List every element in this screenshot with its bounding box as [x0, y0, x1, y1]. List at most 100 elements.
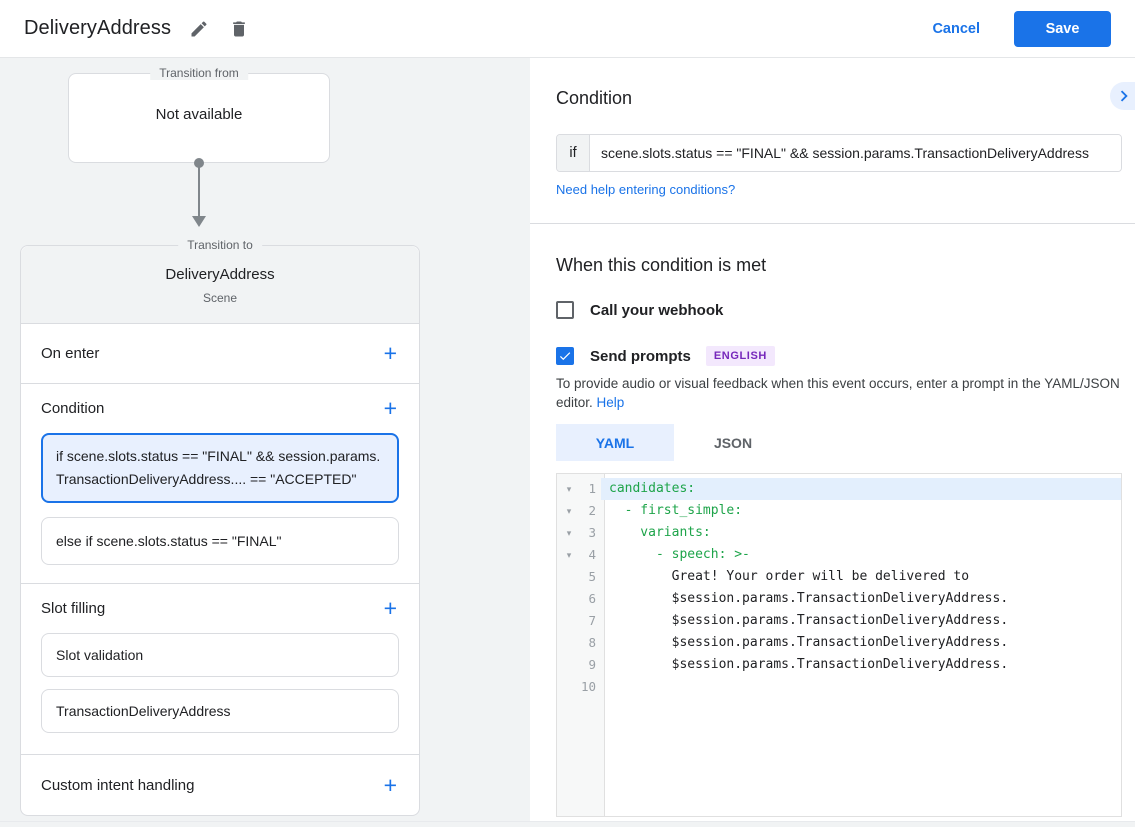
section-on-enter: On enter +	[21, 324, 419, 383]
editor-gutter	[557, 474, 605, 816]
cancel-button[interactable]: Cancel	[932, 20, 980, 37]
editor-code-text[interactable]: - speech: >-	[609, 547, 750, 562]
editor-line: 10	[557, 676, 1121, 698]
section-custom-intent: Custom intent handling +	[21, 755, 419, 815]
fold-arrow-icon[interactable]: ▾	[566, 484, 572, 494]
pencil-icon	[189, 19, 209, 39]
condition-card-selected[interactable]: if scene.slots.status == "FINAL" && sess…	[41, 433, 399, 503]
condition-editor-panel: Condition if Need help entering conditio…	[530, 58, 1135, 827]
on-enter-label: On enter	[41, 345, 100, 362]
fold-spacer	[557, 610, 581, 632]
horizontal-scrollbar[interactable]	[0, 821, 1135, 827]
editor-line: ▾ 1 candidates:	[557, 478, 1121, 500]
divider	[21, 583, 419, 584]
slot-validation-card[interactable]: Slot validation	[41, 633, 399, 677]
fold-spacer	[557, 566, 581, 588]
editor-line-number: 4	[588, 547, 596, 562]
add-condition-button[interactable]: +	[383, 395, 397, 421]
transition-from-value: Not available	[155, 105, 243, 123]
editor-line-number: 7	[588, 613, 596, 628]
divider	[530, 223, 1135, 224]
editor-code-text[interactable]: $session.params.TransactionDeliveryAddre…	[609, 635, 1009, 650]
editor-line-number: 10	[581, 679, 597, 694]
prompt-description: To provide audio or visual feedback when…	[556, 374, 1122, 412]
fold-arrow-icon[interactable]: ▾	[566, 550, 572, 560]
editor-code-text[interactable]: $session.params.TransactionDeliveryAddre…	[609, 657, 1009, 672]
collapse-panel-button[interactable]	[1110, 82, 1135, 110]
editor-line: ▾ 3 variants:	[557, 522, 1121, 544]
editor-line-number: 1	[588, 481, 596, 496]
editor-line: 9 $session.params.TransactionDeliveryAdd…	[557, 654, 1121, 676]
prompt-description-text: To provide audio or visual feedback when…	[556, 376, 1120, 410]
editor-code-text[interactable]: variants:	[609, 525, 711, 540]
tab-json[interactable]: JSON	[713, 434, 753, 451]
edit-title-button[interactable]	[185, 15, 213, 43]
editor-code-text[interactable]: - first_simple:	[609, 503, 743, 518]
slot-card[interactable]: TransactionDeliveryAddress	[41, 689, 399, 733]
fold-arrow-icon[interactable]: ▾	[566, 506, 572, 516]
editor-line: 6 $session.params.TransactionDeliveryAdd…	[557, 588, 1121, 610]
condition-card[interactable]: else if scene.slots.status == "FINAL"	[41, 517, 399, 565]
scene-graph-panel: Transition from Not available Transition…	[0, 58, 530, 827]
chevron-right-icon	[1113, 85, 1135, 107]
checkmark-icon	[558, 349, 572, 363]
transition-to-card: Transition to DeliveryAddress Scene On e…	[20, 238, 420, 816]
condition-expression-control: if	[556, 134, 1122, 172]
section-condition: Condition +	[21, 384, 419, 433]
transition-from-legend: Transition from	[150, 66, 248, 80]
connector-arrowhead-icon	[192, 216, 206, 227]
section-slot-filling: Slot filling +	[21, 584, 419, 633]
editor-code-text[interactable]: $session.params.TransactionDeliveryAddre…	[609, 613, 1009, 628]
call-webhook-label: Call your webhook	[590, 301, 724, 319]
editor-lines: ▾ 1 candidates: ▾ 2 - first_simple: ▾ 3 varian…	[557, 474, 1121, 698]
transition-from-node: Transition from Not available	[68, 66, 330, 163]
fold-arrow-icon[interactable]: ▾	[566, 528, 572, 538]
connector-line	[198, 163, 200, 218]
delete-scene-button[interactable]	[225, 15, 253, 43]
prompt-help-link[interactable]: Help	[596, 395, 625, 410]
custom-intent-label: Custom intent handling	[41, 776, 195, 794]
fold-spacer	[557, 654, 581, 676]
editor-line-number: 3	[588, 525, 596, 540]
call-webhook-checkbox[interactable]	[556, 301, 574, 319]
if-prefix-label: if	[557, 135, 590, 171]
editor-line-number: 8	[588, 635, 596, 650]
condition-cards: if scene.slots.status == "FINAL" && sess…	[21, 433, 419, 583]
save-button[interactable]: Save	[1014, 10, 1111, 47]
scene-name: DeliveryAddress	[165, 266, 275, 283]
editor-line: ▾ 4 - speech: >-	[557, 544, 1121, 566]
fold-spacer	[557, 676, 581, 698]
editor-code-text[interactable]: candidates:	[601, 478, 1121, 500]
send-prompts-label: Send prompts	[590, 347, 691, 365]
editor-code-text[interactable]: Great! Your order will be delivered to	[609, 569, 970, 584]
editor-line: 7 $session.params.TransactionDeliveryAdd…	[557, 610, 1121, 632]
trash-icon	[229, 19, 249, 39]
editor-line: ▾ 2 - first_simple:	[557, 500, 1121, 522]
add-slot-button[interactable]: +	[383, 595, 397, 621]
editor-line-number: 6	[588, 591, 596, 606]
fold-spacer	[557, 588, 581, 610]
add-custom-intent-button[interactable]: +	[383, 771, 397, 798]
editor-line-number: 9	[588, 657, 596, 672]
language-badge: ENGLISH	[705, 346, 775, 366]
send-prompts-row: Send prompts ENGLISH	[556, 346, 1135, 366]
tab-yaml[interactable]: YAML	[556, 424, 674, 461]
conditions-help-link[interactable]: Need help entering conditions?	[556, 182, 736, 197]
top-bar: DeliveryAddress Cancel Save	[0, 0, 1135, 58]
scene-type-label: Scene	[202, 291, 238, 305]
slot-cards: Slot validation TransactionDeliveryAddre…	[21, 633, 419, 754]
add-on-enter-button[interactable]: +	[383, 340, 397, 366]
condition-label: Condition	[41, 400, 105, 417]
editor-code-text[interactable]: $session.params.TransactionDeliveryAddre…	[609, 591, 1009, 606]
scene-card-header: DeliveryAddress Scene	[21, 246, 419, 324]
page-title: DeliveryAddress	[24, 17, 172, 39]
yaml-code-editor[interactable]: ▾ 1 candidates: ▾ 2 - first_simple: ▾ 3 varian…	[556, 473, 1122, 817]
editor-line-number: 2	[588, 503, 596, 518]
editor-code-text[interactable]	[601, 676, 1121, 698]
condition-expression-input[interactable]	[590, 135, 1121, 171]
send-prompts-checkbox[interactable]	[556, 347, 574, 365]
editor-line-number: 5	[588, 569, 596, 584]
condition-heading: Condition	[556, 88, 633, 108]
editor-line: 8 $session.params.TransactionDeliveryAdd…	[557, 632, 1121, 654]
webhook-row: Call your webhook	[556, 301, 1135, 319]
